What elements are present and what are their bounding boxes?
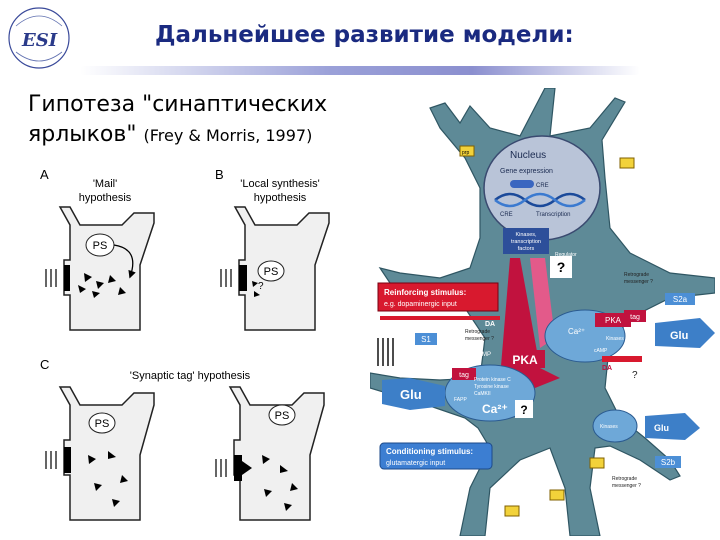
panel-c-right-soma: PS	[275, 410, 290, 422]
panel-a-soma: PS	[93, 240, 108, 252]
bottom-right-axon-glu	[645, 413, 700, 440]
synaptic-tag-diagram: Nucleus Gene expression CRE CRE Transcri…	[370, 88, 715, 536]
glu-right-2: Glu	[654, 423, 669, 433]
ca-right: Ca²⁺	[568, 327, 585, 336]
camp-label: cAMP	[475, 352, 491, 358]
panel-a-neuron	[58, 206, 155, 331]
main-question: ?	[557, 259, 566, 275]
kinases-right: Kinases	[606, 336, 624, 342]
panel-c-right-neuron	[228, 386, 325, 521]
left-stimulus-arrows	[377, 338, 394, 366]
panel-c-right-stimulus	[215, 459, 227, 477]
retrograde-left: Retrograde	[465, 329, 490, 335]
pka-right: PKA	[605, 316, 622, 325]
retrograde-bottom: Retrograde	[612, 476, 637, 482]
bottom-right-synapse	[592, 409, 638, 443]
panel-a-letter: A	[40, 167, 49, 182]
hypothesis-citation: (Frey & Morris, 1997)	[143, 126, 313, 145]
gene-expression-label: Gene expression	[500, 168, 553, 175]
s2a-label: S2a	[673, 295, 688, 304]
panel-b-title-2: hypothesis	[254, 192, 307, 204]
conditioning-line2: glutamatergic input	[386, 460, 445, 467]
conditioning-stimulus-box	[379, 442, 493, 470]
retrograde-top-2: messenger ?	[624, 279, 653, 285]
pkc-line3: CaMKII	[474, 391, 491, 397]
slide-title: Дальнейшее развитие модели:	[155, 22, 574, 48]
s2b-label: S2b	[661, 458, 676, 467]
kinases-box	[503, 228, 549, 254]
cre-label: CRE	[536, 183, 549, 189]
hypothesis-heading-word: ярлыков"	[28, 122, 137, 147]
tag-right: tag	[630, 314, 640, 321]
reinforcing-line1: Reinforcing stimulus:	[384, 288, 466, 297]
panel-a-title-1: 'Mail'	[93, 178, 117, 190]
panel-b-question: ?	[258, 281, 264, 292]
left-axon-glu	[382, 378, 445, 410]
panel-c-left-stimulus	[45, 451, 57, 469]
esi-logo: ESI	[8, 7, 70, 69]
da-right: DA	[602, 365, 612, 372]
panel-a-title-2: hypothesis	[79, 192, 132, 204]
prp-markers	[459, 145, 635, 517]
hypothesis-heading-line1: Гипотеза "синаптических	[28, 92, 328, 117]
regulator-label: Regulator	[555, 252, 577, 258]
title-underline	[80, 66, 640, 75]
panel-b-letter: B	[215, 167, 224, 182]
s2a-badge	[665, 293, 695, 305]
reinforcing-stimulus-box	[377, 282, 499, 312]
kinases-line1: Kinases,	[515, 232, 537, 238]
s1-label: S1	[421, 335, 431, 344]
panel-c-title: 'Synaptic tag' hypothesis	[130, 370, 251, 382]
panel-b-stimulus	[220, 269, 232, 287]
panel-c-letter: C	[40, 357, 49, 372]
panel-b-soma: PS	[264, 266, 279, 278]
small-question-2: ?	[632, 370, 638, 381]
right-axon-glu	[655, 318, 715, 348]
panel-c-left-neuron	[58, 386, 155, 521]
kinases-line2: transcription	[511, 239, 541, 245]
conditioning-line1: Conditioning stimulus:	[386, 447, 473, 456]
da-left: DA	[485, 321, 495, 328]
pka-main: PKA	[512, 353, 538, 367]
glu-right: Glu	[670, 330, 688, 342]
retrograde-bottom-2: messenger ?	[612, 483, 641, 489]
cre-label-2: CRE	[500, 212, 513, 218]
panel-b-title-1: 'Local synthesis'	[240, 178, 319, 190]
s1-badge	[415, 333, 437, 345]
retrograde-left-2: messenger ?	[465, 336, 494, 342]
retrograde-top: Retrograde	[624, 272, 649, 278]
small-question: ?	[520, 403, 527, 417]
pkc-line1: Protein kinase C	[474, 377, 511, 383]
panel-a-stimulus	[45, 269, 57, 287]
transcription-label: Transcription	[536, 212, 570, 218]
pkc-line2: Tyrosine kinase	[474, 384, 509, 390]
kinases-line3: factors	[518, 246, 535, 252]
panel-a-proteins	[78, 273, 126, 298]
prp-label: prp	[462, 150, 469, 156]
kinases-right-2: Kinases	[600, 424, 618, 430]
glu-left: Glu	[400, 387, 422, 402]
panel-c-left-soma: PS	[95, 418, 110, 430]
svg-text:ESI: ESI	[21, 30, 58, 51]
reinforcing-line2: e.g. dopaminergic input	[384, 301, 457, 308]
ca-main: Ca²⁺	[482, 402, 508, 416]
nucleus-label: Nucleus	[510, 150, 546, 161]
s2b-badge	[655, 456, 681, 468]
camp-right: cAMP	[594, 348, 608, 354]
hypotheses-figure: A 'Mail' hypothesis PS B 'Local synthesi…	[40, 167, 330, 521]
hypothesis-heading-line2: ярлыков" (Frey & Morris, 1997)	[28, 122, 312, 147]
tag-left: tag	[459, 372, 469, 379]
fapp-label: FAPP	[454, 397, 467, 403]
dna-strand	[494, 192, 586, 208]
